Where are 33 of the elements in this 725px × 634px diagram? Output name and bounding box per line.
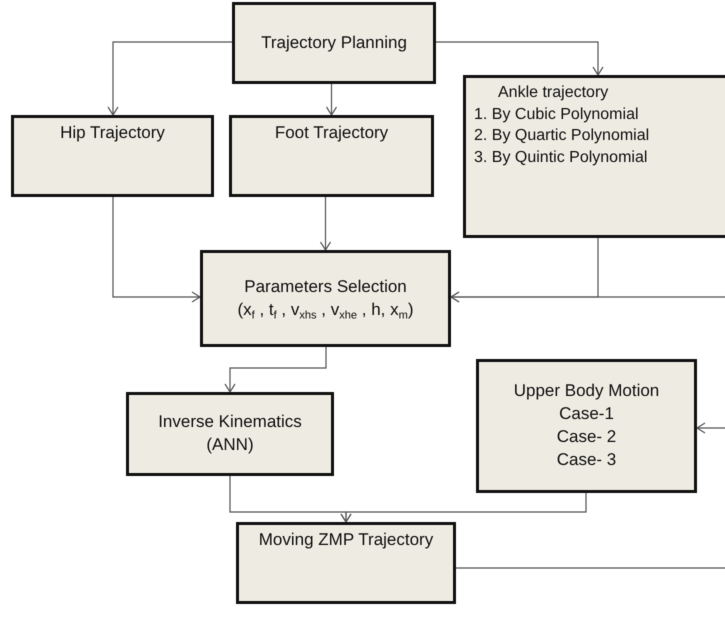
box-text: 1. By Cubic Polynomial [474,104,639,125]
box-heading: Inverse Kinematics (ANN) [157,411,303,456]
arrow [326,84,338,116]
arrow [320,197,332,251]
arrow [436,41,604,76]
arrow [112,197,201,303]
box-text: Case-1 [559,403,614,426]
arrow [696,422,725,434]
arrow [107,41,232,116]
arrow [340,493,587,523]
process-box [463,75,725,238]
process-box [232,2,436,84]
arrow [224,347,327,393]
box-heading: Hip Trajectory [60,122,165,144]
process-box [126,392,334,476]
box-text: Case- 2 [556,426,616,448]
box-heading: Ankle trajectory [497,83,608,103]
box-text: Case- 3 [556,448,616,471]
process-box [476,359,697,493]
process-box [11,115,214,197]
box-heading: Parameters Selection [244,276,407,298]
box-text: 3. By Quintic Polynomial [474,148,648,168]
box-text: (x$_{f}$ , t$_{f}$ , v$_{xhs}$ , v$_{xhe}$ , h, x$_{m}$) [237,298,414,322]
process-box [229,115,434,197]
box-text: 2. By Quartic Polynomial [474,126,650,146]
process-box [236,522,456,604]
box-heading: Upper Body Motion [514,380,660,402]
process-box [200,250,451,347]
arrow [450,291,725,303]
box-heading: Trajectory Planning [261,32,407,54]
box-heading: Moving ZMP Trajectory [258,529,434,551]
connector-line [456,567,725,569]
box-heading: Foot Trajectory [274,122,388,144]
